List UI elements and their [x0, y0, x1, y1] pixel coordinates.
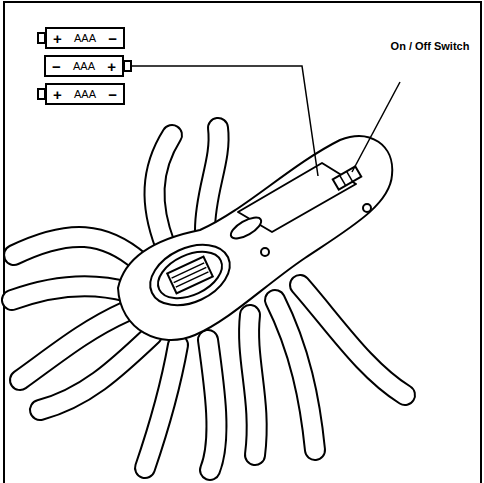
polarity-sign: −	[52, 59, 61, 74]
on-off-switch	[333, 166, 362, 189]
battery: + AAA −	[45, 83, 125, 105]
leader-line	[131, 66, 318, 176]
slot	[228, 213, 264, 242]
battery-type: AAA	[73, 61, 95, 72]
polarity-sign: +	[107, 59, 116, 74]
hole	[261, 248, 269, 256]
polarity-sign: +	[53, 87, 62, 102]
polarity-sign: −	[108, 31, 117, 46]
battery: + AAA −	[45, 27, 125, 49]
battery: − AAA +	[44, 55, 124, 77]
battery-type: AAA	[74, 89, 96, 100]
frame	[4, 2, 481, 483]
sensor-window	[141, 233, 240, 317]
polarity-sign: −	[108, 87, 117, 102]
leader-line	[352, 82, 400, 172]
polarity-sign: +	[53, 31, 62, 46]
battery-type: AAA	[74, 33, 96, 44]
part-label: On / Off Switch	[390, 40, 470, 53]
spider-legs	[12, 128, 405, 470]
spider-body	[118, 136, 392, 340]
hole	[363, 204, 371, 212]
